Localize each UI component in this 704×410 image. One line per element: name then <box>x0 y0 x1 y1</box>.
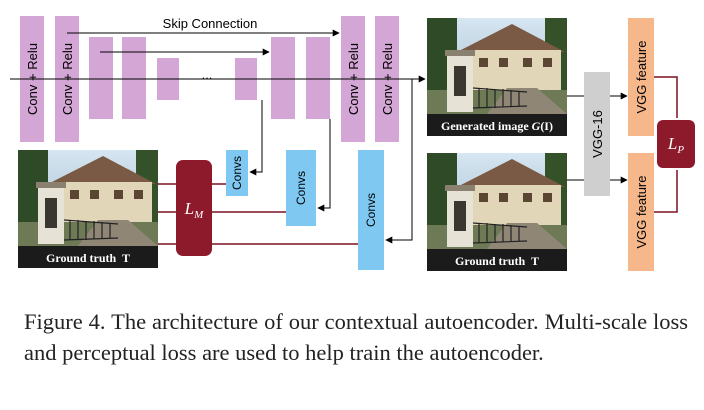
loss-p-label: LP <box>667 134 684 156</box>
loss-p-group: LP <box>654 76 695 213</box>
decoder-to-convs-large-arrow <box>385 79 413 244</box>
skip-connection-label: Skip Connection <box>163 16 258 31</box>
figure-caption: Figure 4. The architecture of our contex… <box>24 309 688 365</box>
convs-small-block <box>226 150 248 196</box>
convs-medium-block <box>286 150 316 226</box>
loss-m-sub: M <box>193 209 204 221</box>
lp-line-bottom <box>654 170 678 213</box>
decoder-to-convs-medium-arrow <box>317 119 331 212</box>
loss-m-group: LM <box>158 160 358 256</box>
convs-large: Convs <box>358 150 384 270</box>
loss-m-block <box>176 160 212 256</box>
loss-m-label: LM <box>184 199 204 221</box>
encoder-layer-3 <box>89 37 113 119</box>
convs-large-block <box>358 150 384 270</box>
loss-p-block <box>657 120 695 168</box>
generated-image-caption-box <box>427 114 567 136</box>
loss-m-base: L <box>184 199 194 218</box>
ground-truth-left-image <box>17 149 159 247</box>
ground-truth-right-image <box>426 152 568 250</box>
vgg-feature-top: VGG feature <box>628 18 654 136</box>
convs-large-label: Convs <box>364 193 378 227</box>
generated-caption-fn: G <box>532 119 541 133</box>
ground-truth-left: Ground truth T <box>17 149 159 268</box>
vgg-feature-bottom-label: VGG feature <box>634 176 649 249</box>
vgg-feature-top-block <box>628 18 654 136</box>
convs-medium: Convs <box>286 150 316 226</box>
decoder-layer-2 <box>306 37 330 119</box>
generated-caption-prefix: Generated image <box>441 119 532 133</box>
ground-truth-right-caption: Ground truth T <box>455 254 539 268</box>
ground-truth-right: Ground truth T <box>426 152 568 271</box>
generated-image <box>426 17 568 115</box>
decoder-layer-1 <box>271 37 295 119</box>
lp-line-top <box>654 76 678 118</box>
vgg-feature-top-label: VGG feature <box>634 41 649 114</box>
ground-truth-left-caption-box <box>18 246 158 268</box>
ground-truth-right-caption-box <box>427 249 567 271</box>
ground-truth-left-caption: Ground truth T <box>46 251 130 265</box>
vgg-feature-bottom: VGG feature <box>628 153 654 271</box>
vgg-16-block <box>584 72 610 196</box>
generated-image-panel: Generated image G(I) <box>426 17 568 136</box>
loss-p-base: L <box>667 134 677 153</box>
generated-caption-arg: (I) <box>540 119 553 133</box>
convs-small: Convs <box>226 150 248 196</box>
ellipsis: ... <box>202 67 213 82</box>
convs-small-label: Convs <box>230 156 244 190</box>
decoder-to-convs-small-arrow <box>249 100 263 176</box>
vgg-16: VGG-16 <box>584 72 610 196</box>
vgg-16-label: VGG-16 <box>590 110 605 158</box>
convs-medium-label: Convs <box>294 171 308 205</box>
vgg-feature-bottom-block <box>628 153 654 271</box>
encoder-layer-4 <box>122 37 146 119</box>
loss-p-sub: P <box>676 144 684 156</box>
generated-image-caption: Generated image G(I) <box>441 119 553 133</box>
